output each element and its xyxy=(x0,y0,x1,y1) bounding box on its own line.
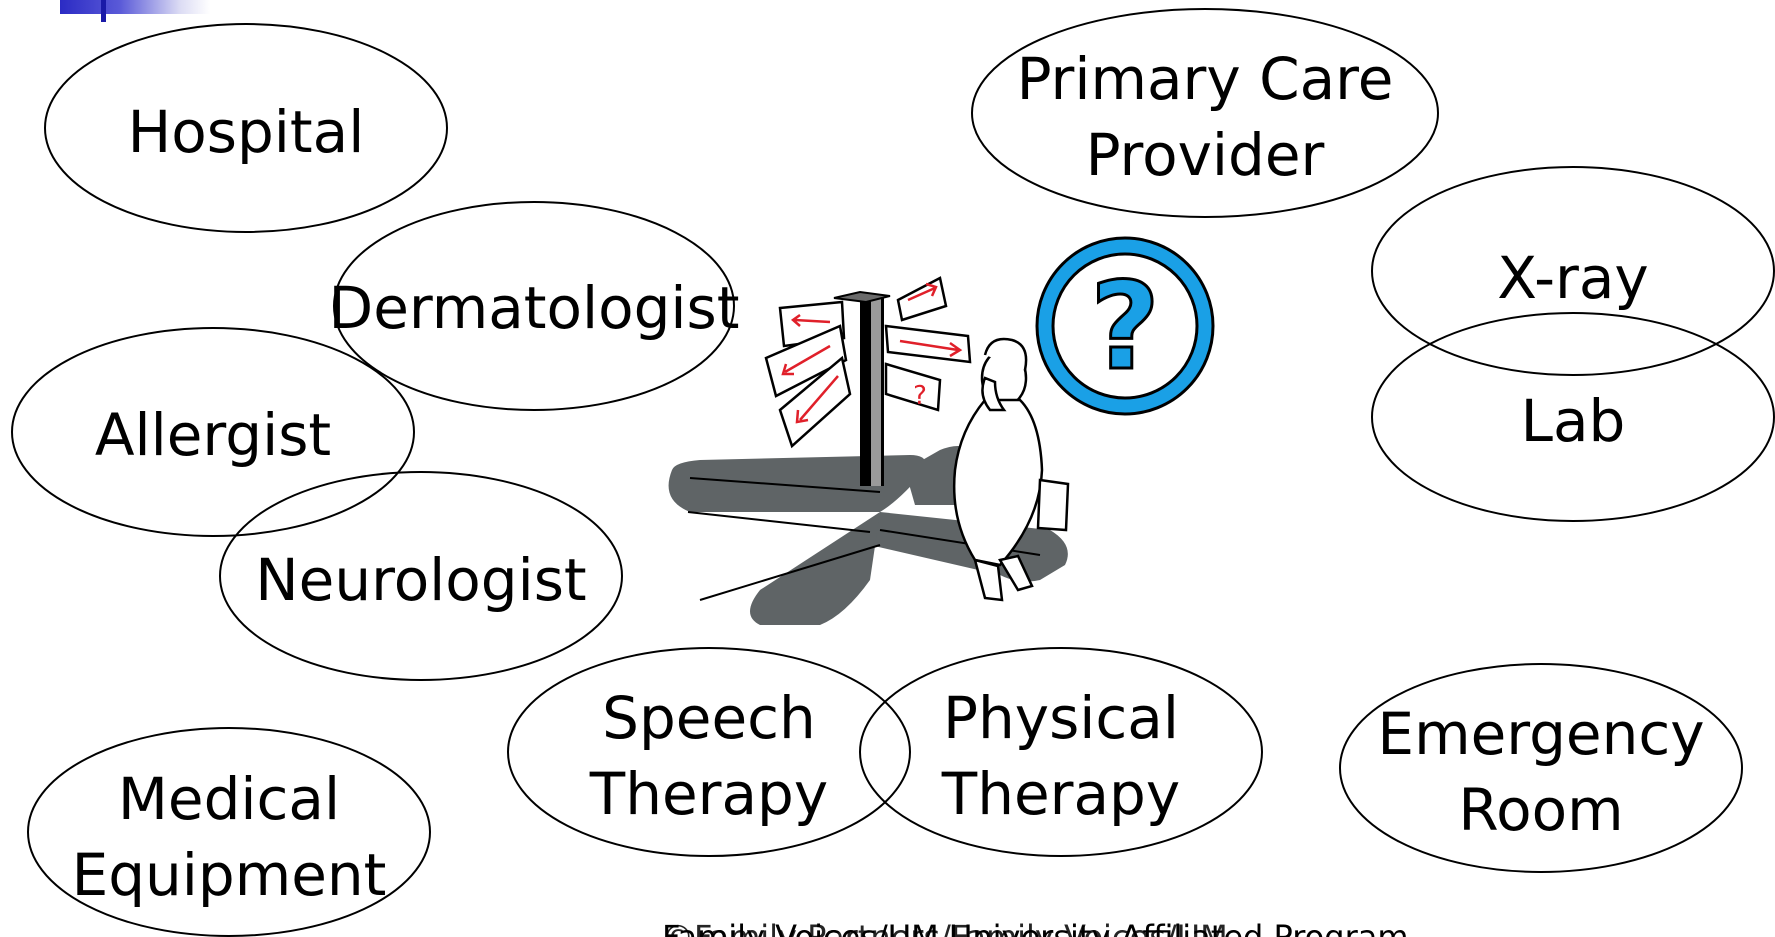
oval-label: Neurologist xyxy=(255,546,586,614)
oval-dermatologist: Dermatologist xyxy=(329,201,740,411)
oval-label: Lab xyxy=(1521,387,1626,455)
footer-text-b: ©Family Partners/Family Voices/UM xyxy=(662,918,1228,937)
title-accent-bar xyxy=(60,0,210,14)
oval-lab: Lab xyxy=(1371,312,1775,522)
oval-label: Hospital xyxy=(128,98,365,166)
oval-speech-therapy: Speech Therapy xyxy=(507,647,911,857)
oval-label: X-ray xyxy=(1497,244,1649,312)
oval-label-line-2: Room xyxy=(1458,776,1623,844)
oval-label-line-2: Equipment xyxy=(72,841,387,909)
oval-label-line-1: Physical xyxy=(943,684,1179,752)
oval-hospital: Hospital xyxy=(44,23,448,233)
signpost-clipart: ? ? xyxy=(668,236,1215,625)
oval-primary-care-provider: Primary Care Provider xyxy=(971,8,1439,218)
oval-label: Allergist xyxy=(95,401,331,469)
oval-emergency-room: Emergency Room xyxy=(1339,663,1743,873)
oval-label-line-1: Medical xyxy=(118,765,340,833)
oval-neurologist: Neurologist xyxy=(219,471,623,681)
oval-label-line-1: Speech xyxy=(602,684,816,752)
signpost-signs xyxy=(764,276,972,449)
oval-medical-equipment: Medical Equipment xyxy=(27,727,431,937)
footer-text-a: Family Voices/UM University Affiliated P… xyxy=(662,918,1409,937)
question-mark-glyph: ? xyxy=(1090,258,1160,397)
oval-allergist: Allergist xyxy=(11,327,415,537)
sign-question-mark: ? xyxy=(913,381,927,411)
oval-label-line-2: Therapy xyxy=(589,760,828,828)
oval-label-line-1: Emergency xyxy=(1377,700,1704,768)
oval-label-line-2: Provider xyxy=(1086,121,1325,189)
thinking-person xyxy=(952,337,1070,602)
signpost-pole xyxy=(833,290,891,486)
oval-physical-therapy: Physical Therapy xyxy=(859,647,1263,857)
sign-arrows xyxy=(781,282,963,424)
title-accent-notch xyxy=(101,0,106,22)
question-mark-icon: ? xyxy=(1035,236,1215,416)
oval-label: Dermatologist xyxy=(329,274,740,342)
oval-xray: X-ray xyxy=(1371,166,1775,376)
oval-label-line-1: Primary Care xyxy=(1017,45,1394,113)
oval-label-line-2: Therapy xyxy=(941,760,1180,828)
footer: Family Voices/UM University Affiliated P… xyxy=(0,917,1775,937)
